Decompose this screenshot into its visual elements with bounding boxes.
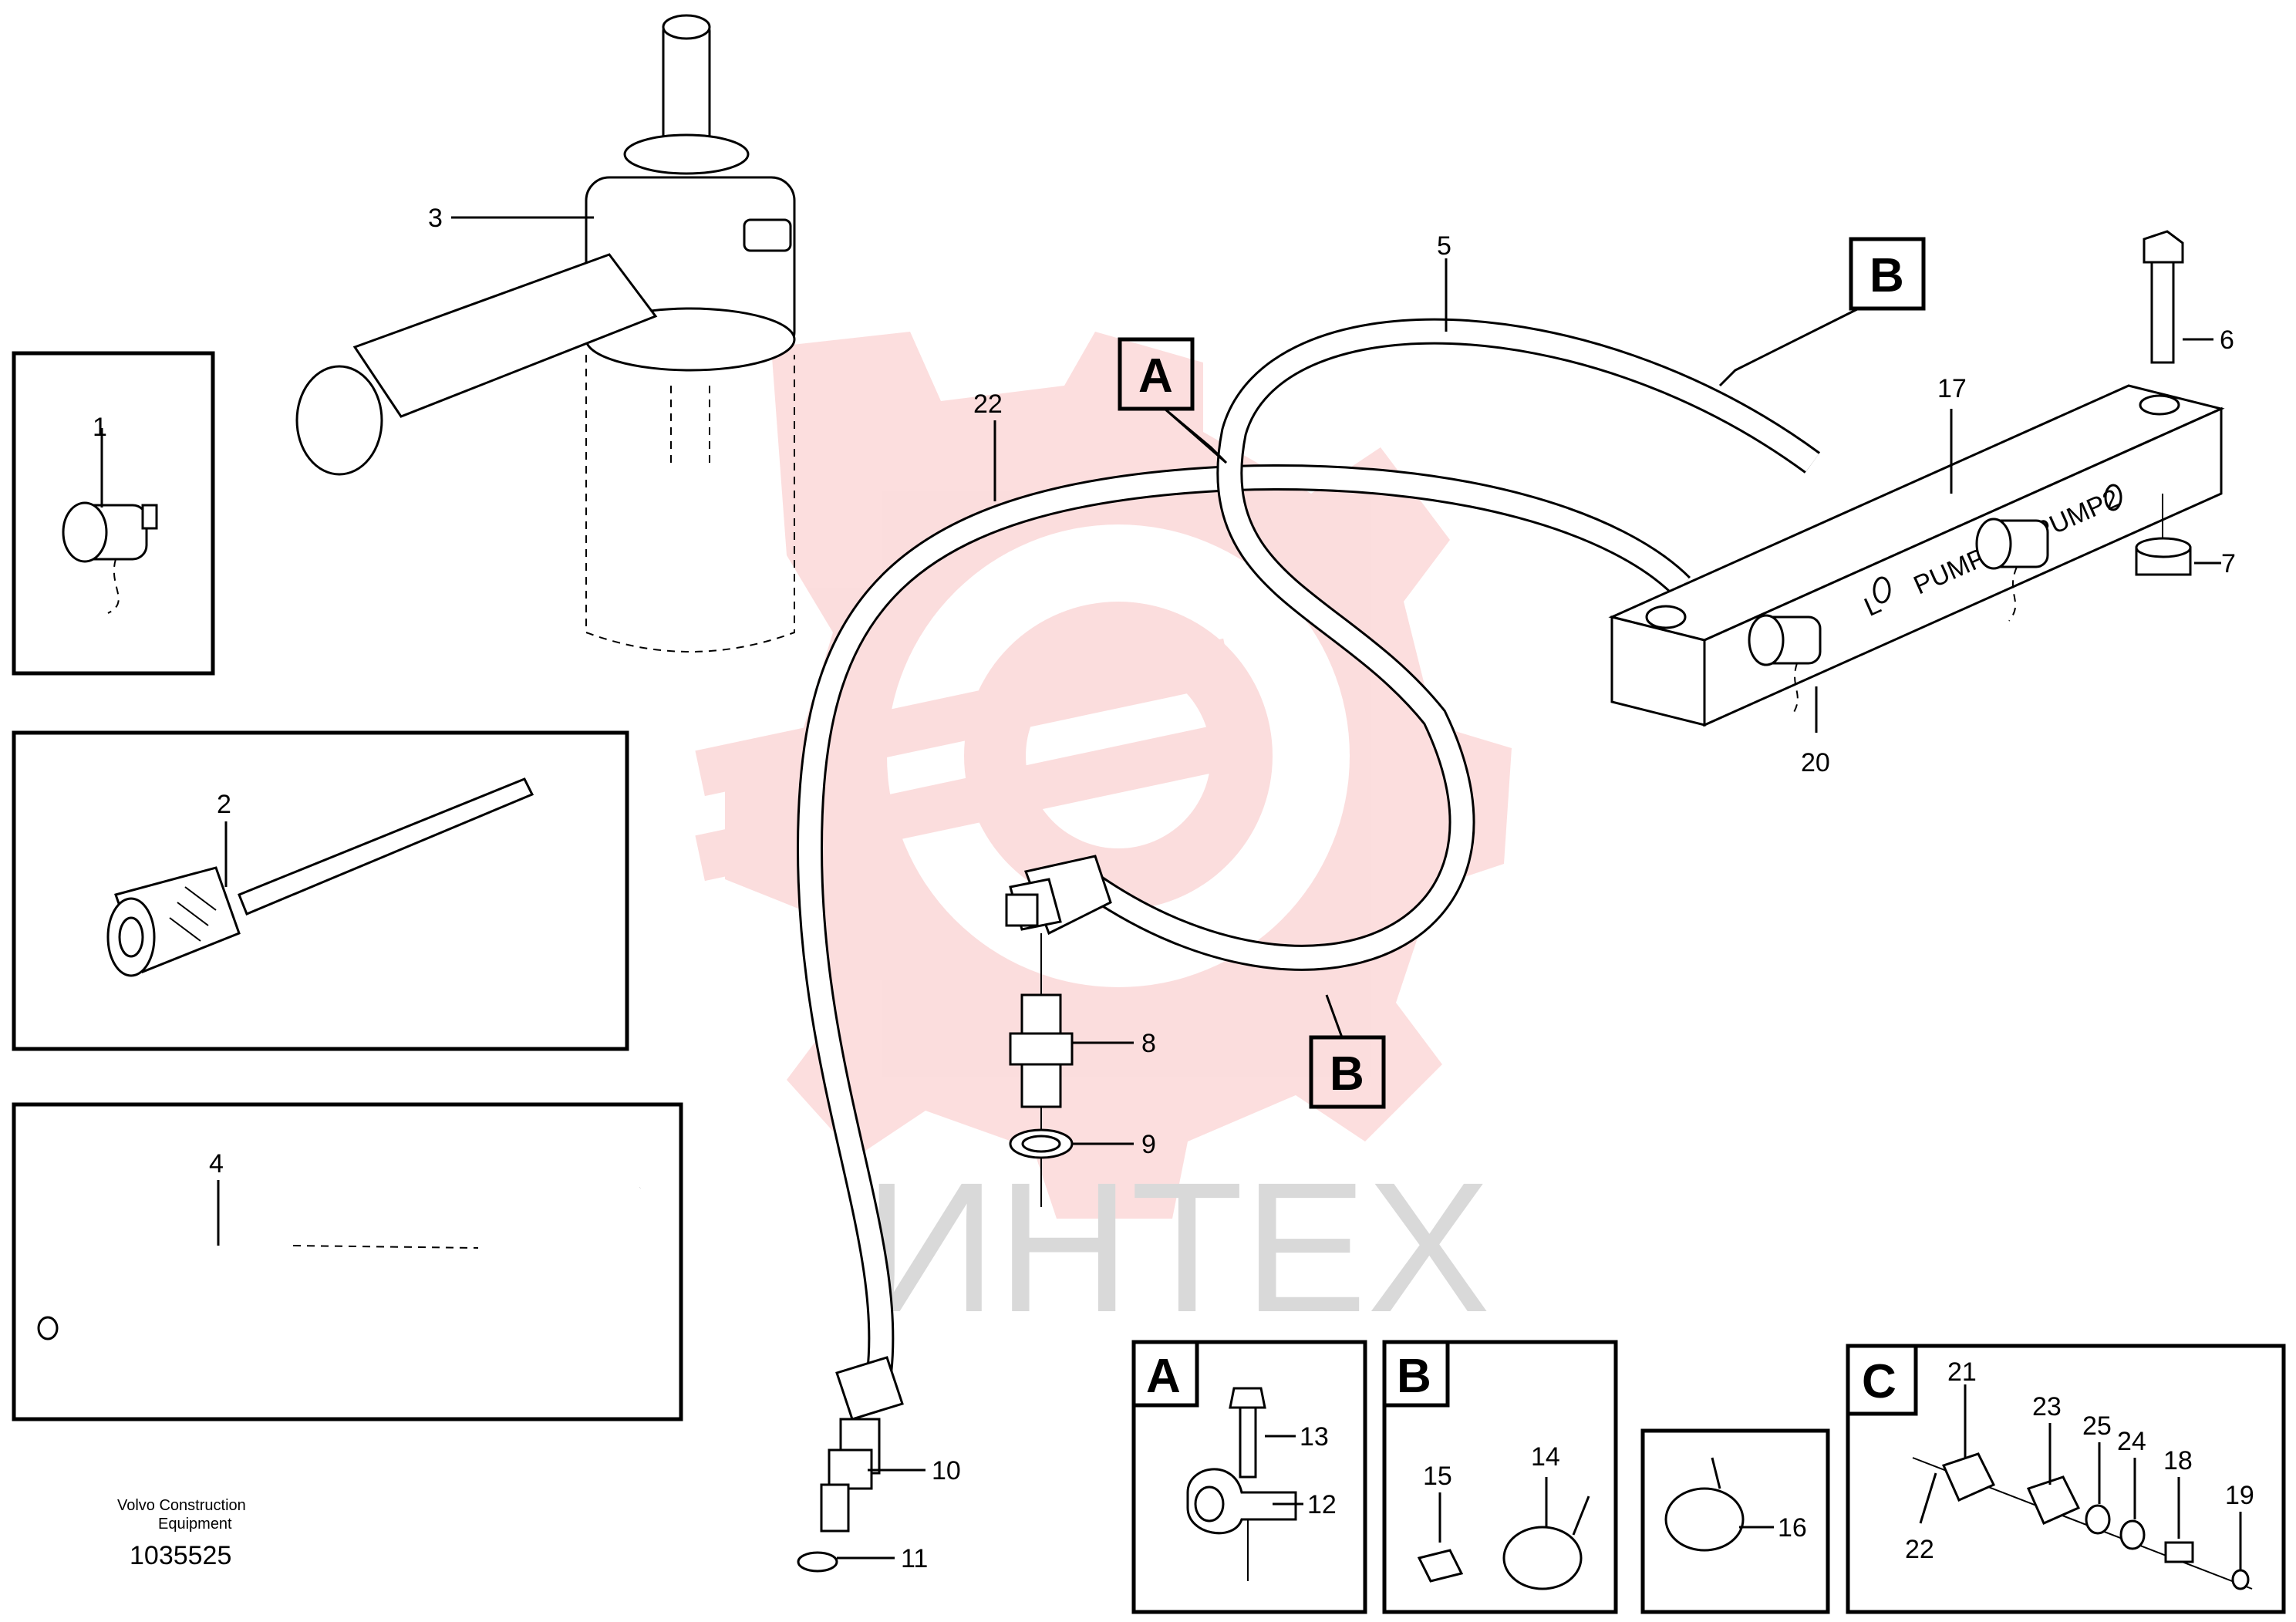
- ref-mark-b-top-pointer: [1718, 307, 1859, 387]
- clip-part-15: [1417, 1549, 1464, 1583]
- callout-7: 7: [2221, 549, 2236, 578]
- detail-box-a-label: A: [1146, 1350, 1181, 1403]
- detail-box-b-label: B: [1397, 1350, 1431, 1403]
- hose-part-4: [37, 1182, 648, 1340]
- callout-23: 23: [2032, 1392, 2062, 1421]
- detail-box-part-16: [1640, 1428, 1830, 1614]
- quick-coupling-part-1: [62, 501, 158, 614]
- footer-company-line1: Volvo Construction: [117, 1497, 246, 1514]
- quick-coupling-part-20: [1748, 614, 1822, 714]
- seal-washer-part-9: [1009, 1128, 1074, 1159]
- nut-part-7: [2135, 537, 2192, 576]
- callout-3: 3: [428, 204, 443, 233]
- callout-1: 1: [93, 413, 107, 442]
- test-manifold-part-17: [1608, 384, 2225, 727]
- pipe-fittings-assembly: [1912, 1452, 2253, 1590]
- screw-part-13: [1229, 1387, 1266, 1479]
- clamp-part-12: [1186, 1468, 1297, 1535]
- adapter-part-8: [1009, 993, 1074, 1108]
- hose-part-22: [796, 464, 1691, 1374]
- callout-11: 11: [901, 1544, 928, 1573]
- ref-mark-b-bottom: [1309, 1035, 1386, 1109]
- callout-13: 13: [1300, 1422, 1329, 1452]
- detail-box-part-1: [12, 351, 215, 676]
- ref-mark-a-label: A: [1138, 349, 1173, 403]
- pump-assembly: [295, 14, 796, 653]
- drawing-number: 1035525: [130, 1541, 231, 1570]
- callout-16: 16: [1778, 1513, 1807, 1543]
- callout-9: 9: [1141, 1130, 1156, 1159]
- callout-24: 24: [2117, 1427, 2146, 1456]
- watermark-text: ИНТЕХ: [864, 1144, 1491, 1351]
- callout-15: 15: [1423, 1462, 1452, 1491]
- ref-mark-b-bottom-pointer: [1325, 994, 1344, 1038]
- callout-2: 2: [217, 790, 231, 819]
- elbow-fitting: [1005, 855, 1112, 936]
- cable-tie-part-14: [1502, 1496, 1590, 1590]
- callout-8: 8: [1141, 1029, 1156, 1058]
- cable-tie-part-16: [1664, 1457, 1745, 1552]
- callout-12: 12: [1307, 1490, 1337, 1519]
- detail-box-a-tag: [1131, 1340, 1199, 1408]
- callout-21: 21: [1947, 1357, 1977, 1387]
- test-hose-fitting-part-2: [106, 777, 534, 977]
- callout-17: 17: [1937, 374, 1967, 403]
- quick-coupling-second: [1975, 518, 2049, 622]
- detail-box-a: [1131, 1340, 1367, 1614]
- ref-mark-a-pointer: [1164, 407, 1228, 464]
- detail-box-part-2: [12, 730, 629, 1051]
- hose-part-5: [1087, 318, 1821, 971]
- detail-box-c-label: C: [1862, 1355, 1896, 1408]
- callout-22-detail: 22: [1905, 1535, 1934, 1564]
- bolt-part-6: [2143, 230, 2184, 364]
- detail-box-b-tag: [1382, 1340, 1450, 1408]
- ref-mark-b-top: [1849, 237, 1926, 311]
- callout-10: 10: [932, 1456, 961, 1485]
- detail-box-c: [1846, 1344, 2286, 1614]
- detail-box-b: [1382, 1340, 1618, 1614]
- callout-19: 19: [2225, 1481, 2254, 1510]
- ref-mark-a: [1118, 337, 1195, 411]
- hose-end-part-10: [797, 1356, 904, 1573]
- callout-4: 4: [209, 1149, 224, 1179]
- callout-14: 14: [1531, 1442, 1560, 1472]
- ref-mark-b-bottom-label: B: [1330, 1047, 1364, 1101]
- callout-18: 18: [2163, 1446, 2193, 1475]
- callout-25: 25: [2082, 1411, 2112, 1441]
- callout-20: 20: [1801, 748, 1830, 777]
- ref-mark-b-top-label: B: [1870, 249, 1904, 302]
- callout-6: 6: [2220, 325, 2234, 355]
- footer-company-line2: Equipment: [158, 1516, 232, 1533]
- detail-box-part-4: [12, 1102, 683, 1421]
- callout-5: 5: [1437, 231, 1451, 261]
- callout-22-main: 22: [973, 389, 1003, 419]
- detail-box-c-tag: [1846, 1344, 1918, 1416]
